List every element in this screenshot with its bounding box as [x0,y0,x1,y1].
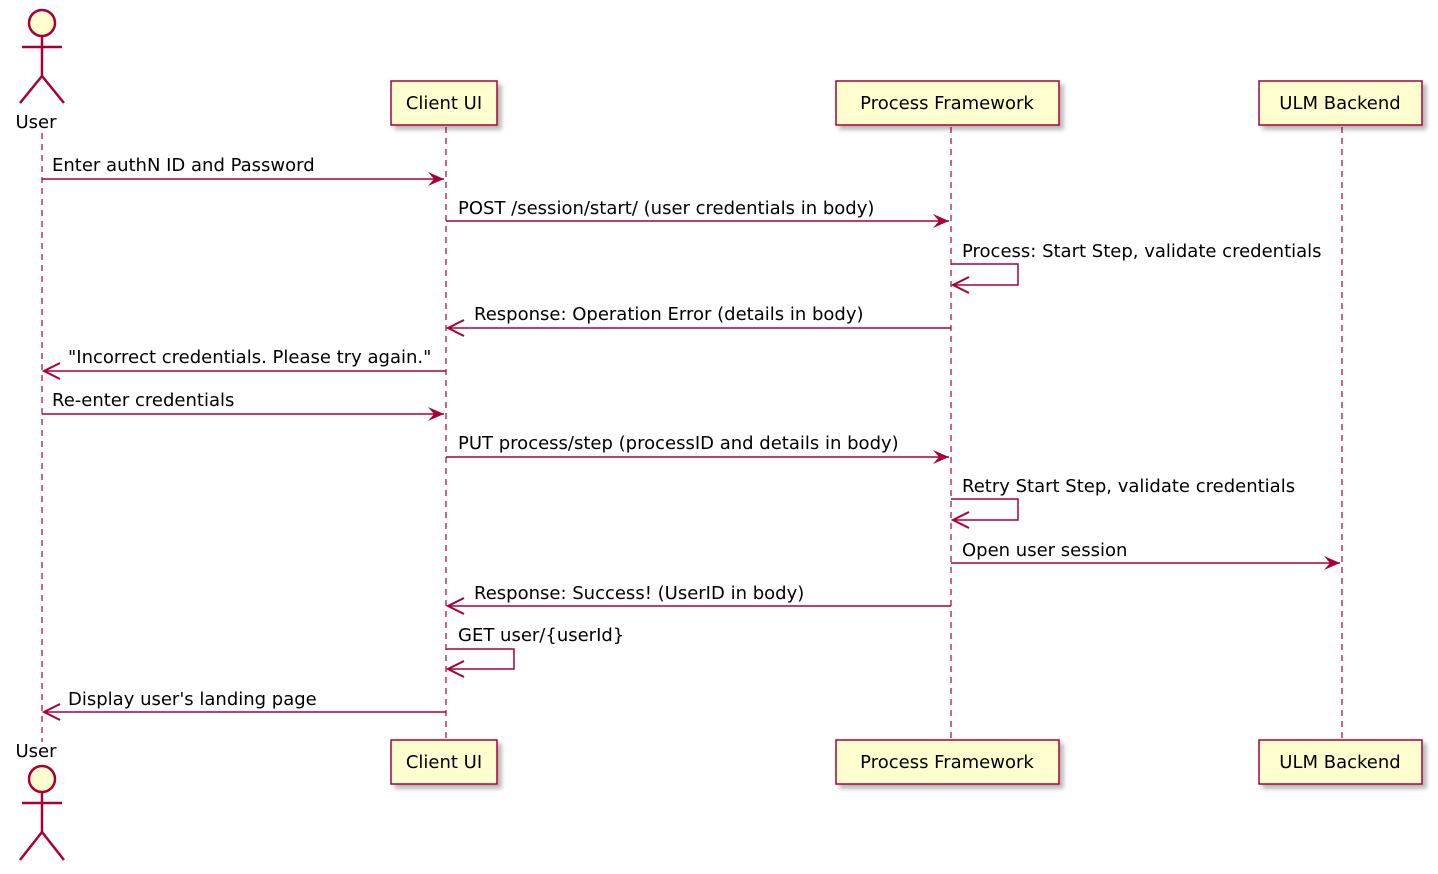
arrowhead-icon [950,276,970,294]
participant-client-ui-bottom: Client UI [390,739,498,785]
message-9: Open user session [951,540,1340,570]
arrowhead-icon [933,214,949,228]
message-label: Display user's landing page [68,689,317,710]
participant-label: Process Framework [860,93,1034,114]
actor-icon [19,764,65,861]
arrowhead-icon [445,597,465,615]
participant-label: ULM Backend [1279,752,1400,773]
participant-label: ULM Backend [1279,93,1400,114]
actor-icon [19,8,65,104]
message-label: Response: Success! (UserID in body) [474,583,804,604]
message-7: PUT process/step (processID and details … [446,433,949,464]
arrowhead-icon [933,450,949,464]
message-label: Retry Start Step, validate credentials [962,476,1295,497]
arrowhead-icon [41,703,61,721]
message-label: Response: Operation Error (details in bo… [474,304,864,325]
message-label: Process: Start Step, validate credential… [962,241,1322,262]
message-10: Response: Success! (UserID in body) [445,583,951,615]
message-12: Display user's landing page [41,689,446,721]
message-8-self: Retry Start Step, validate credentials [950,476,1295,529]
participant-process-framework-top: Process Framework [835,80,1060,126]
message-11-self: GET user/{userId} [445,625,624,678]
arrowhead-icon [950,511,970,529]
participant-process-framework-bottom: Process Framework [835,739,1060,785]
arrowhead-icon [428,407,444,421]
arrowhead-icon [428,172,444,186]
message-3-self: Process: Start Step, validate credential… [950,241,1322,294]
participant-label: Client UI [406,752,482,773]
message-1: Enter authN ID and Password [42,155,444,186]
participant-label: User [15,112,57,133]
participant-label: User [15,741,57,762]
arrowhead-icon [445,660,465,678]
message-5: "Incorrect credentials. Please try again… [41,347,446,380]
participant-user-bottom: User [15,741,65,861]
message-label: GET user/{userId} [458,625,624,646]
message-2: POST /session/start/ (user credentials i… [446,198,949,228]
participant-client-ui-top: Client UI [390,80,498,126]
participant-user-top: User [15,8,65,133]
participant-label: Client UI [406,93,482,114]
participant-ulm-backend-top: ULM Backend [1258,80,1423,126]
participant-ulm-backend-bottom: ULM Backend [1258,739,1423,785]
arrowhead-icon [41,362,61,380]
message-label: Re-enter credentials [52,390,234,411]
lifelines [41,127,1343,742]
message-label: PUT process/step (processID and details … [458,433,899,454]
participant-label: Process Framework [860,752,1034,773]
arrowhead-icon [1324,556,1340,570]
message-label: POST /session/start/ (user credentials i… [458,198,874,219]
message-label: "Incorrect credentials. Please try again… [68,347,431,368]
message-label: Open user session [962,540,1127,561]
arrowhead-icon [445,319,465,337]
message-label: Enter authN ID and Password [52,155,315,176]
message-4: Response: Operation Error (details in bo… [445,304,951,337]
message-6: Re-enter credentials [42,390,444,421]
